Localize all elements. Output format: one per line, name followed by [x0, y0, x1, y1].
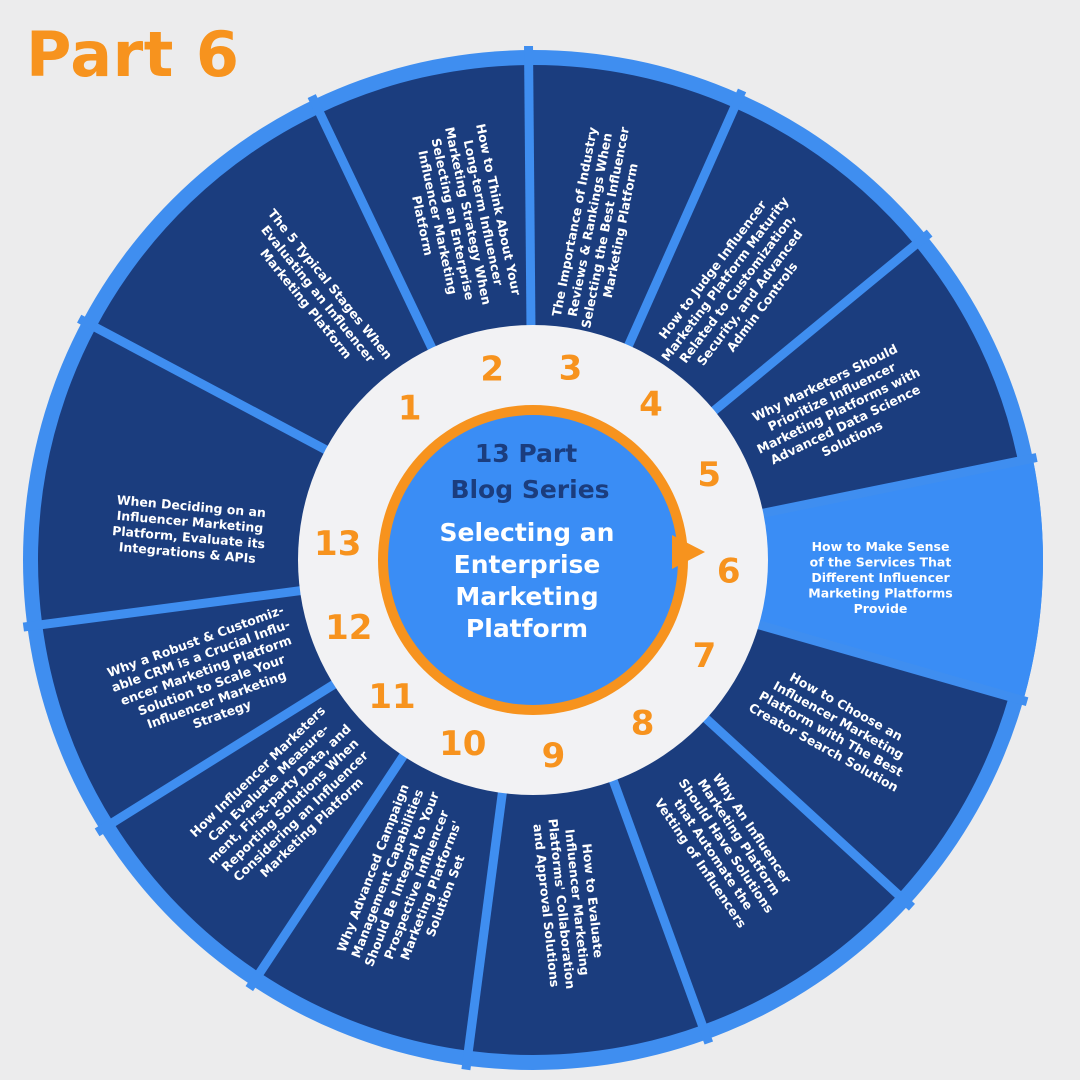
active-pointer-icon [672, 535, 705, 569]
segment-2 [319, 65, 531, 349]
separator-line [624, 88, 747, 349]
separator-line [245, 752, 408, 992]
center-title-line3: Marketing [455, 582, 598, 611]
segment-3 [528, 64, 735, 347]
part-number-8: 8 [631, 704, 655, 744]
segment-4 [628, 107, 915, 412]
segment-13 [38, 327, 327, 625]
center-hub [388, 415, 678, 705]
center-title-line4: Platform [466, 614, 588, 643]
center-series-line2: Blog Series [450, 475, 609, 504]
segment-label-line: How to Make Sense [812, 539, 950, 554]
segment-10 [259, 755, 503, 1051]
segment-12 [42, 590, 335, 823]
segment-8 [613, 718, 898, 1026]
segment-11 [113, 684, 404, 973]
separator-line [307, 94, 437, 351]
part-number-6: 6 [717, 551, 741, 591]
separator-line [461, 791, 507, 1071]
part-number-5: 5 [697, 455, 721, 495]
separators-group [22, 45, 1038, 1071]
segment-6 [757, 458, 1043, 701]
separator-line [524, 45, 536, 327]
center-series-line1: 13 Part [475, 439, 577, 468]
center-title-line2: Enterprise [454, 550, 601, 579]
part-number-3: 3 [559, 349, 583, 389]
part-number-9: 9 [542, 736, 566, 776]
part-number-11: 11 [368, 677, 415, 717]
segment-label-line: Different Influencer [811, 570, 950, 585]
segment-5 [713, 245, 1019, 514]
separator-line [77, 314, 329, 455]
part-number-13: 13 [314, 524, 361, 564]
separator-line [702, 714, 916, 911]
part-number-12: 12 [325, 608, 372, 648]
part-number-10: 10 [439, 724, 486, 764]
separator-line [94, 680, 337, 837]
segments-group [38, 64, 1043, 1055]
segment-1 [95, 113, 433, 451]
separator-line [22, 586, 302, 632]
page-title: Part 6 [26, 18, 240, 91]
part-number-2: 2 [480, 349, 504, 389]
segment-label-line: Marketing Platforms [808, 586, 952, 601]
separator-line [761, 453, 1038, 518]
part-number-1: 1 [398, 389, 422, 429]
segment-7 [705, 624, 1009, 895]
separator-line [608, 778, 714, 1045]
part-number-4: 4 [639, 385, 663, 425]
segment-label-line: of the Services That [810, 555, 952, 570]
segment-9 [468, 779, 703, 1055]
center-title-line1: Selecting an [440, 518, 615, 547]
part-number-7: 7 [693, 636, 717, 676]
separator-line [756, 620, 1029, 707]
segment-label-line: Provide [854, 601, 908, 616]
separator-line [710, 229, 933, 415]
